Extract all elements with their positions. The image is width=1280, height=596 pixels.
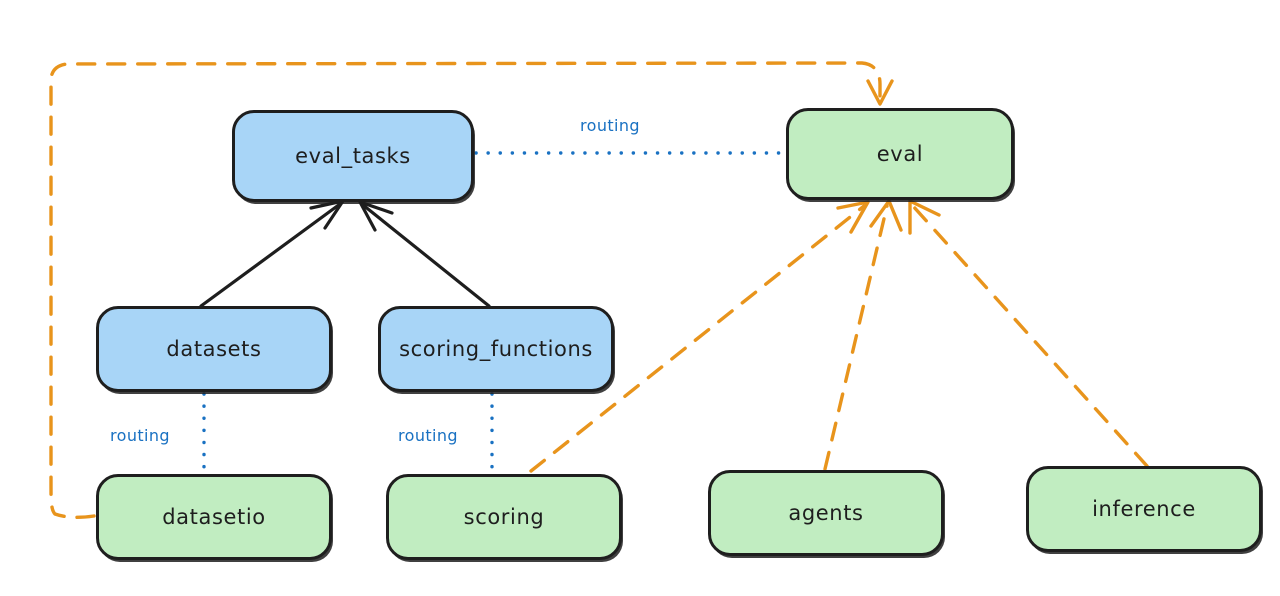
node-label: scoring <box>463 505 545 529</box>
node-label: datasets <box>166 337 262 361</box>
edge-scoring-functions-to-eval-tasks <box>358 200 491 308</box>
node-label: agents <box>788 501 864 525</box>
node-datasetio[interactable]: datasetio <box>96 474 332 560</box>
node-scoring-functions[interactable]: scoring_functions <box>378 306 614 392</box>
node-datasets[interactable]: datasets <box>96 306 332 392</box>
edge-label-routing-datasets-to-datasetio: routing <box>110 426 170 445</box>
node-eval-tasks[interactable]: eval_tasks <box>232 110 474 202</box>
edge-datasets-to-eval-tasks <box>199 199 345 308</box>
node-label: scoring_functions <box>399 337 593 361</box>
node-agents[interactable]: agents <box>708 470 944 556</box>
edge-label-routing-scoring-functions-to-scoring: routing <box>398 426 458 445</box>
node-inference[interactable]: inference <box>1026 466 1262 552</box>
edge-label-routing-eval-tasks-to-eval: routing <box>580 116 640 135</box>
edge-agents-to-eval <box>823 199 903 471</box>
edge-inference-to-eval <box>908 199 1149 468</box>
node-label: eval_tasks <box>295 144 411 168</box>
node-eval[interactable]: eval <box>786 108 1014 200</box>
node-scoring[interactable]: scoring <box>386 474 622 560</box>
node-label: eval <box>876 142 924 166</box>
node-label: datasetio <box>162 505 266 529</box>
node-label: inference <box>1092 497 1196 521</box>
